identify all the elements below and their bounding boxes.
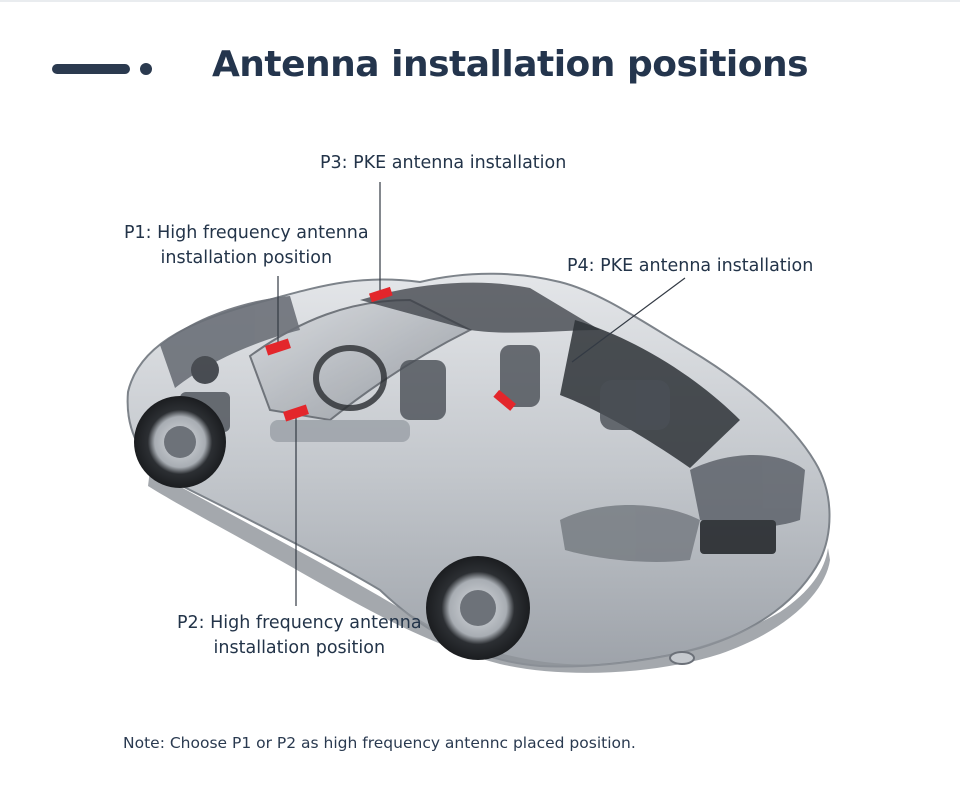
decoration-bar bbox=[52, 64, 130, 74]
leader-line-p4 bbox=[571, 277, 686, 363]
callout-p2-line1: P2: High frequency antenna bbox=[177, 613, 422, 633]
callout-p3-text: P3: PKE antenna installation bbox=[320, 153, 567, 173]
marker-p3 bbox=[368, 286, 393, 303]
front-wheel bbox=[134, 396, 226, 488]
page-title: Antenna installation positions bbox=[211, 44, 809, 85]
marker-p4 bbox=[493, 389, 516, 411]
callout-p2-line2: installation position bbox=[213, 638, 386, 658]
bar-dot-decoration-icon bbox=[52, 62, 156, 76]
callout-p4: P4: PKE antenna installation bbox=[567, 254, 813, 279]
callout-p3: P3: PKE antenna installation bbox=[320, 151, 566, 176]
callout-p4-text: P4: PKE antenna installation bbox=[567, 256, 814, 276]
callout-p1: P1: High frequency antenna installation … bbox=[124, 221, 369, 271]
antenna-markers bbox=[265, 286, 516, 422]
marker-p1 bbox=[265, 338, 291, 356]
decoration-dot bbox=[140, 63, 152, 75]
car-interior bbox=[270, 345, 670, 442]
footnote: Note: Choose P1 or P2 as high frequency … bbox=[123, 734, 636, 752]
top-divider bbox=[0, 0, 960, 2]
rear-wheel bbox=[426, 556, 530, 660]
callout-p1-line2: installation position bbox=[160, 248, 333, 268]
marker-p2 bbox=[283, 404, 309, 422]
rear-mechanics bbox=[560, 455, 805, 562]
exhaust-pipe bbox=[669, 651, 695, 665]
callout-p1-line1: P1: High frequency antenna bbox=[124, 223, 369, 243]
callout-p2: P2: High frequency antenna installation … bbox=[177, 611, 422, 661]
leader-lines bbox=[277, 182, 686, 606]
